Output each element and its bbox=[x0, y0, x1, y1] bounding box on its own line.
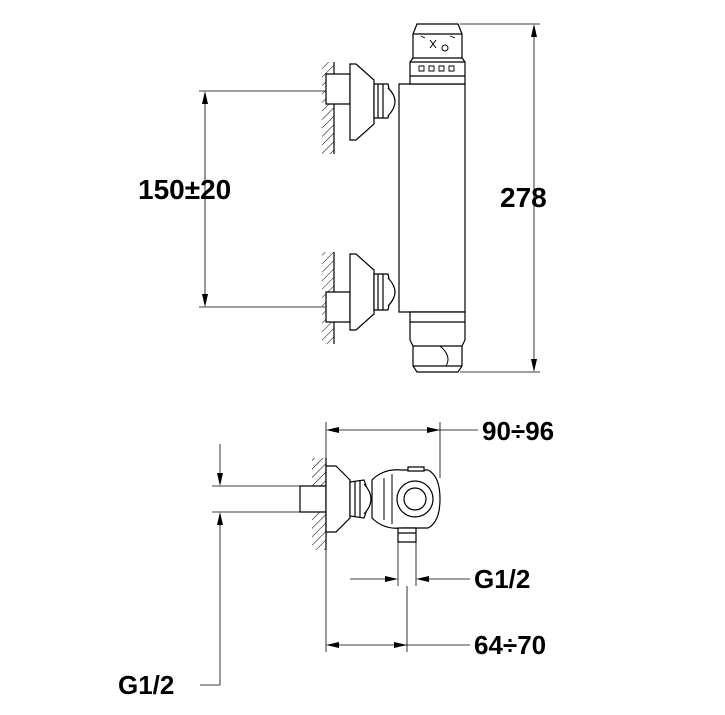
arrowhead-64-left bbox=[326, 642, 339, 648]
top-temperature-handle bbox=[410, 24, 465, 84]
arrowhead-150-bottom bbox=[202, 294, 208, 307]
arrowhead-278-top bbox=[531, 24, 537, 37]
label-outlet-thread: G1/2 bbox=[474, 564, 531, 594]
label-outlet-offset: 64÷70 bbox=[474, 630, 547, 660]
label-inlet-thread: G1/2 bbox=[118, 670, 175, 700]
label-inlet-spacing: 150±20 bbox=[138, 174, 232, 205]
front-view bbox=[199, 24, 540, 372]
arrowhead-64-right bbox=[394, 642, 407, 648]
upper-eccentric-connector bbox=[326, 64, 395, 140]
arrowhead-90-right bbox=[427, 427, 440, 433]
arrowhead-150-top bbox=[202, 91, 208, 104]
side-outlet bbox=[398, 528, 416, 542]
mixer-body bbox=[399, 84, 465, 312]
arrowhead-g12-left bbox=[385, 576, 398, 582]
side-body bbox=[372, 467, 440, 528]
label-depth-outlet: 90÷96 bbox=[482, 416, 555, 446]
arrowhead-g12-right bbox=[416, 576, 429, 582]
side-view bbox=[200, 422, 478, 685]
arrowhead-90-left bbox=[326, 427, 339, 433]
label-total-height: 278 bbox=[500, 182, 547, 213]
arrowhead-inlet-bottom bbox=[217, 512, 223, 525]
lower-eccentric-connector bbox=[326, 254, 395, 330]
arrowhead-inlet-top bbox=[217, 473, 223, 486]
side-connector bbox=[300, 466, 371, 532]
arrowhead-278-bottom bbox=[531, 359, 537, 372]
bottom-flow-handle bbox=[410, 312, 465, 372]
